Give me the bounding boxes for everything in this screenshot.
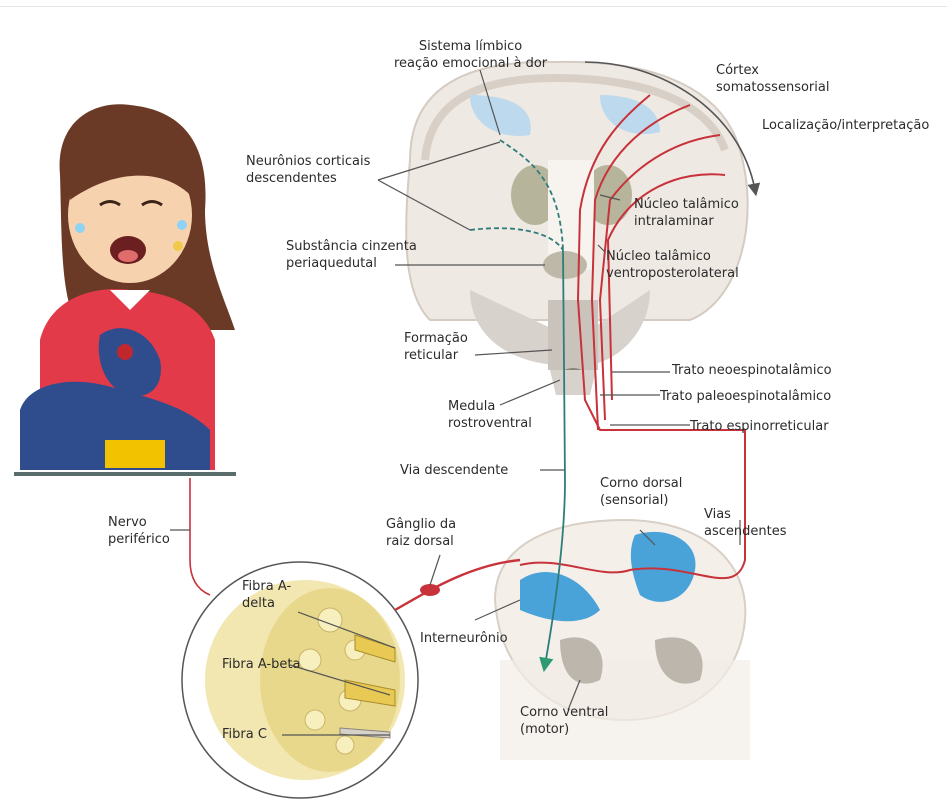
label-line: periférico — [108, 531, 170, 548]
label-line: reticular — [404, 347, 468, 364]
label-cortex: Córtex somatossensorial — [716, 62, 829, 96]
label-vias-ascendentes: Vias ascendentes — [704, 506, 786, 540]
label-line: Córtex — [716, 62, 829, 79]
label-line: intralaminar — [634, 213, 739, 230]
label-sistema-limbico: Sistema límbico reação emocional à dor — [394, 38, 547, 72]
label-line: Vias — [704, 506, 786, 523]
label-nervo-periferico: Nervo periférico — [108, 514, 170, 548]
label-line: Via descendente — [400, 462, 508, 479]
label-fibra-a-beta: Fibra A-beta — [222, 656, 300, 673]
label-line: Localização/interpretação — [762, 117, 929, 134]
label-interneuronio: Interneurônio — [420, 630, 508, 647]
label-line: (motor) — [520, 721, 608, 738]
label-line: Formação — [404, 330, 468, 347]
label-line: Medula — [448, 398, 532, 415]
nerve-fiber-cross-section — [182, 562, 418, 798]
label-neuronios-corticais: Neurônios corticais descendentes — [246, 153, 370, 187]
label-line: Fibra A-beta — [222, 656, 300, 673]
label-line: descendentes — [246, 170, 370, 187]
label-ganglio: Gânglio da raiz dorsal — [386, 516, 456, 550]
label-nucleo-ventroposterolateral: Núcleo talâmico ventroposterolateral — [606, 248, 739, 282]
label-line: Neurônios corticais — [246, 153, 370, 170]
label-trato-paleoespinotalamico: Trato paleoespinotalâmico — [660, 388, 831, 405]
crying-girl-illustration — [14, 104, 236, 476]
label-line: periaquedutal — [286, 255, 417, 272]
label-line: Nervo — [108, 514, 170, 531]
label-corno-dorsal: Corno dorsal (sensorial) — [600, 475, 682, 509]
peripheral-nerve-line — [190, 478, 210, 595]
label-line: reação emocional à dor — [394, 55, 547, 72]
label-line: Gânglio da — [386, 516, 456, 533]
label-medula-rostroventral: Medula rostroventral — [448, 398, 532, 432]
label-line: Fibra C — [222, 726, 267, 743]
label-line: raiz dorsal — [386, 533, 456, 550]
label-line: Corno dorsal — [600, 475, 682, 492]
label-trato-neoespinotalamico: Trato neoespinotalâmico — [672, 362, 832, 379]
label-line: Núcleo talâmico — [634, 196, 739, 213]
label-line: Trato espinorreticular — [690, 418, 829, 435]
label-trato-espinorreticular: Trato espinorreticular — [690, 418, 829, 435]
label-line: Corno ventral — [520, 704, 608, 721]
label-line: Núcleo talâmico — [606, 248, 739, 265]
label-nucleo-intralaminar: Núcleo talâmico intralaminar — [634, 196, 739, 230]
label-via-descendente: Via descendente — [400, 462, 508, 479]
label-corno-ventral: Corno ventral (motor) — [520, 704, 608, 738]
dorsal-root-ganglion — [420, 584, 440, 596]
label-line: (sensorial) — [600, 492, 682, 509]
label-line: ventroposterolateral — [606, 265, 739, 282]
label-formacao-reticular: Formação reticular — [404, 330, 468, 364]
label-line: somatossensorial — [716, 79, 829, 96]
label-line: ascendentes — [704, 523, 786, 540]
label-line: Sistema límbico — [394, 38, 547, 55]
label-line: delta — [242, 595, 291, 612]
label-line: rostroventral — [448, 415, 532, 432]
label-line: Fibra A- — [242, 578, 291, 595]
label-line: Interneurônio — [420, 630, 508, 647]
label-line: Trato neoespinotalâmico — [672, 362, 832, 379]
label-substancia-cinzenta: Substância cinzenta periaquedutal — [286, 238, 417, 272]
label-fibra-c: Fibra C — [222, 726, 267, 743]
label-line: Trato paleoespinotalâmico — [660, 388, 831, 405]
label-fibra-a-delta: Fibra A- delta — [242, 578, 291, 612]
label-line: Substância cinzenta — [286, 238, 417, 255]
label-localizacao: Localização/interpretação — [762, 117, 929, 134]
